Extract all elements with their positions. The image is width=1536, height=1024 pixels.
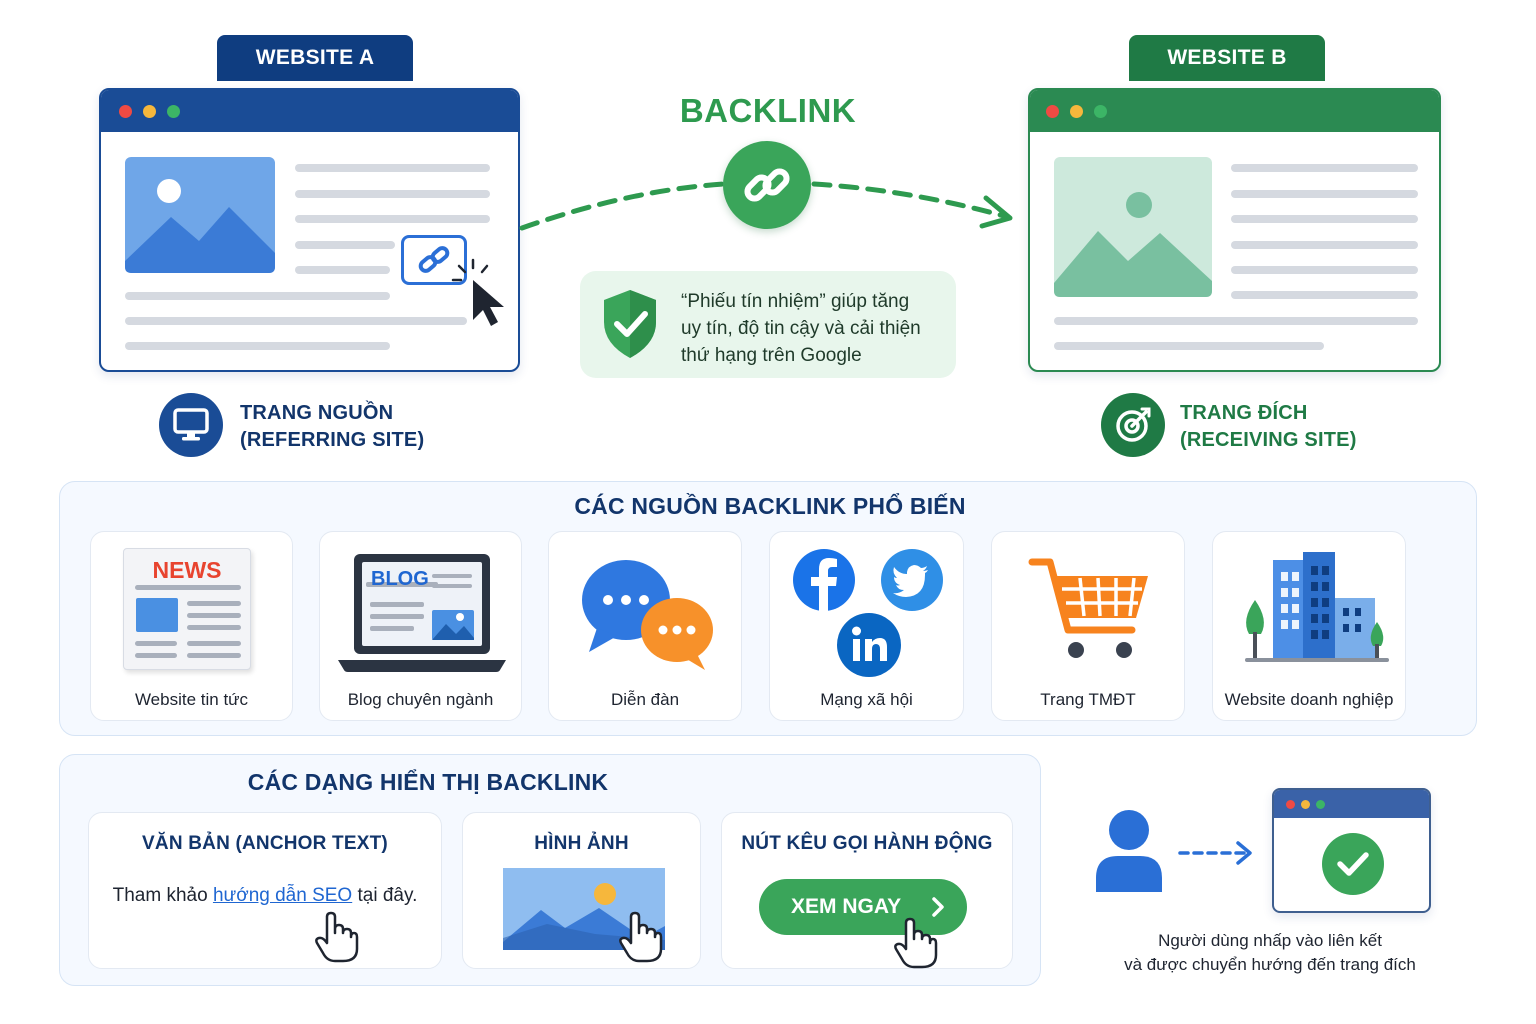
hand-pointer-icon: [894, 917, 938, 969]
website-b-tag: WEBSITE B: [1129, 35, 1325, 81]
source-card-forum: Diễn đàn: [548, 531, 742, 721]
check-circle-icon: [1322, 833, 1384, 895]
source-label-company: Website doanh nghiệp: [1224, 690, 1394, 709]
source-label-social: Mạng xã hội: [820, 690, 913, 709]
shield-check-icon: [604, 290, 656, 358]
shopping-cart-icon: [1028, 558, 1148, 658]
target-icon: [1116, 407, 1151, 442]
redirect-arrow: [1178, 841, 1252, 865]
link-icon: [418, 246, 450, 273]
sources-title: CÁC NGUỒN BACKLINK PHỔ BIẾN: [574, 493, 966, 519]
display-title: CÁC DẠNG HIỂN THỊ BACKLINK: [247, 769, 609, 795]
facebook-icon: [793, 549, 855, 612]
user-flow-caption: Người dùng nhấp vào liên kết và được chu…: [1124, 931, 1416, 974]
backlink-link-badge: [723, 141, 811, 229]
cta-card: NÚT KÊU GỌI HÀNH ĐỘNG XEM NGAY: [721, 812, 1013, 969]
website-b-window: [1028, 88, 1441, 372]
chevron-right-icon: [932, 897, 944, 917]
mouse-cursor-icon: [451, 258, 504, 326]
xem-ngay-button[interactable]: XEM NGAY: [759, 879, 967, 935]
website-a-window: [99, 88, 520, 372]
image-link-title: HÌNH ẢNH: [534, 833, 629, 854]
monitor-icon-badge: [159, 393, 223, 457]
website-a-tag: WEBSITE A: [217, 35, 413, 81]
backlink-dashed-arrow: [519, 181, 1013, 231]
hand-pointer-icon: [315, 911, 359, 963]
linkedin-icon: [837, 613, 901, 677]
source-label-ecommerce: Trang TMĐT: [1040, 690, 1136, 709]
backlink-note-box: “Phiếu tín nhiệm” giúp tăng uy tín, độ t…: [580, 271, 956, 378]
monitor-icon: [173, 408, 209, 441]
source-label-blog: Blog chuyên ngành: [347, 690, 494, 709]
source-card-social: Mạng xã hội: [769, 531, 964, 721]
target-page-window: [1272, 788, 1431, 913]
newspaper-icon: NEWS: [123, 548, 251, 670]
source-card-ecommerce: Trang TMĐT: [991, 531, 1185, 721]
receiving-site-label: TRANG ĐÍCH (RECEIVING SITE): [1180, 402, 1357, 451]
backlink-note-text: “Phiếu tín nhiệm” giúp tăng uy tín, độ t…: [681, 291, 921, 366]
user-icon: [1096, 810, 1162, 892]
anchor-text-title: VĂN BẢN (ANCHOR TEXT): [142, 833, 388, 854]
news-badge: NEWS: [152, 557, 222, 583]
source-label-forum: Diễn đàn: [610, 690, 680, 709]
laptop-blog-icon: [338, 554, 506, 672]
cta-title: NÚT KÊU GỌI HÀNH ĐỘNG: [741, 833, 993, 854]
anchor-text-card: VĂN BẢN (ANCHOR TEXT) Tham khảo hướng dẫ…: [88, 812, 442, 969]
anchor-text-link[interactable]: hướng dẫn SEO: [212, 885, 353, 906]
chat-bubbles-icon: [582, 560, 713, 670]
source-card-company: Website doanh nghiệp: [1212, 531, 1406, 721]
chain-link-icon: [744, 168, 790, 202]
blog-badge: BLOG: [371, 568, 429, 590]
twitter-icon: [881, 549, 943, 611]
office-building-icon: [1245, 552, 1389, 662]
backlink-title: BACKLINK: [679, 92, 857, 129]
website-a-image-icon: [125, 157, 275, 273]
hyperlink-button[interactable]: [401, 235, 467, 285]
image-link-card: HÌNH ẢNH: [462, 812, 701, 969]
hand-pointer-icon: [619, 911, 663, 963]
source-card-blog: BLOG Blog chuyên ngành: [319, 531, 522, 721]
anchor-text-sentence: Tham khảo hướng dẫn SEO tại đây.: [112, 885, 418, 906]
referring-site-label: TRANG NGUỒN (REFERRING SITE): [240, 402, 425, 451]
target-icon-badge: [1101, 393, 1165, 457]
website-b-image-icon: [1054, 157, 1212, 297]
source-label-news: Website tin tức: [134, 690, 249, 709]
source-card-news: NEWS Website tin tức: [90, 531, 293, 721]
